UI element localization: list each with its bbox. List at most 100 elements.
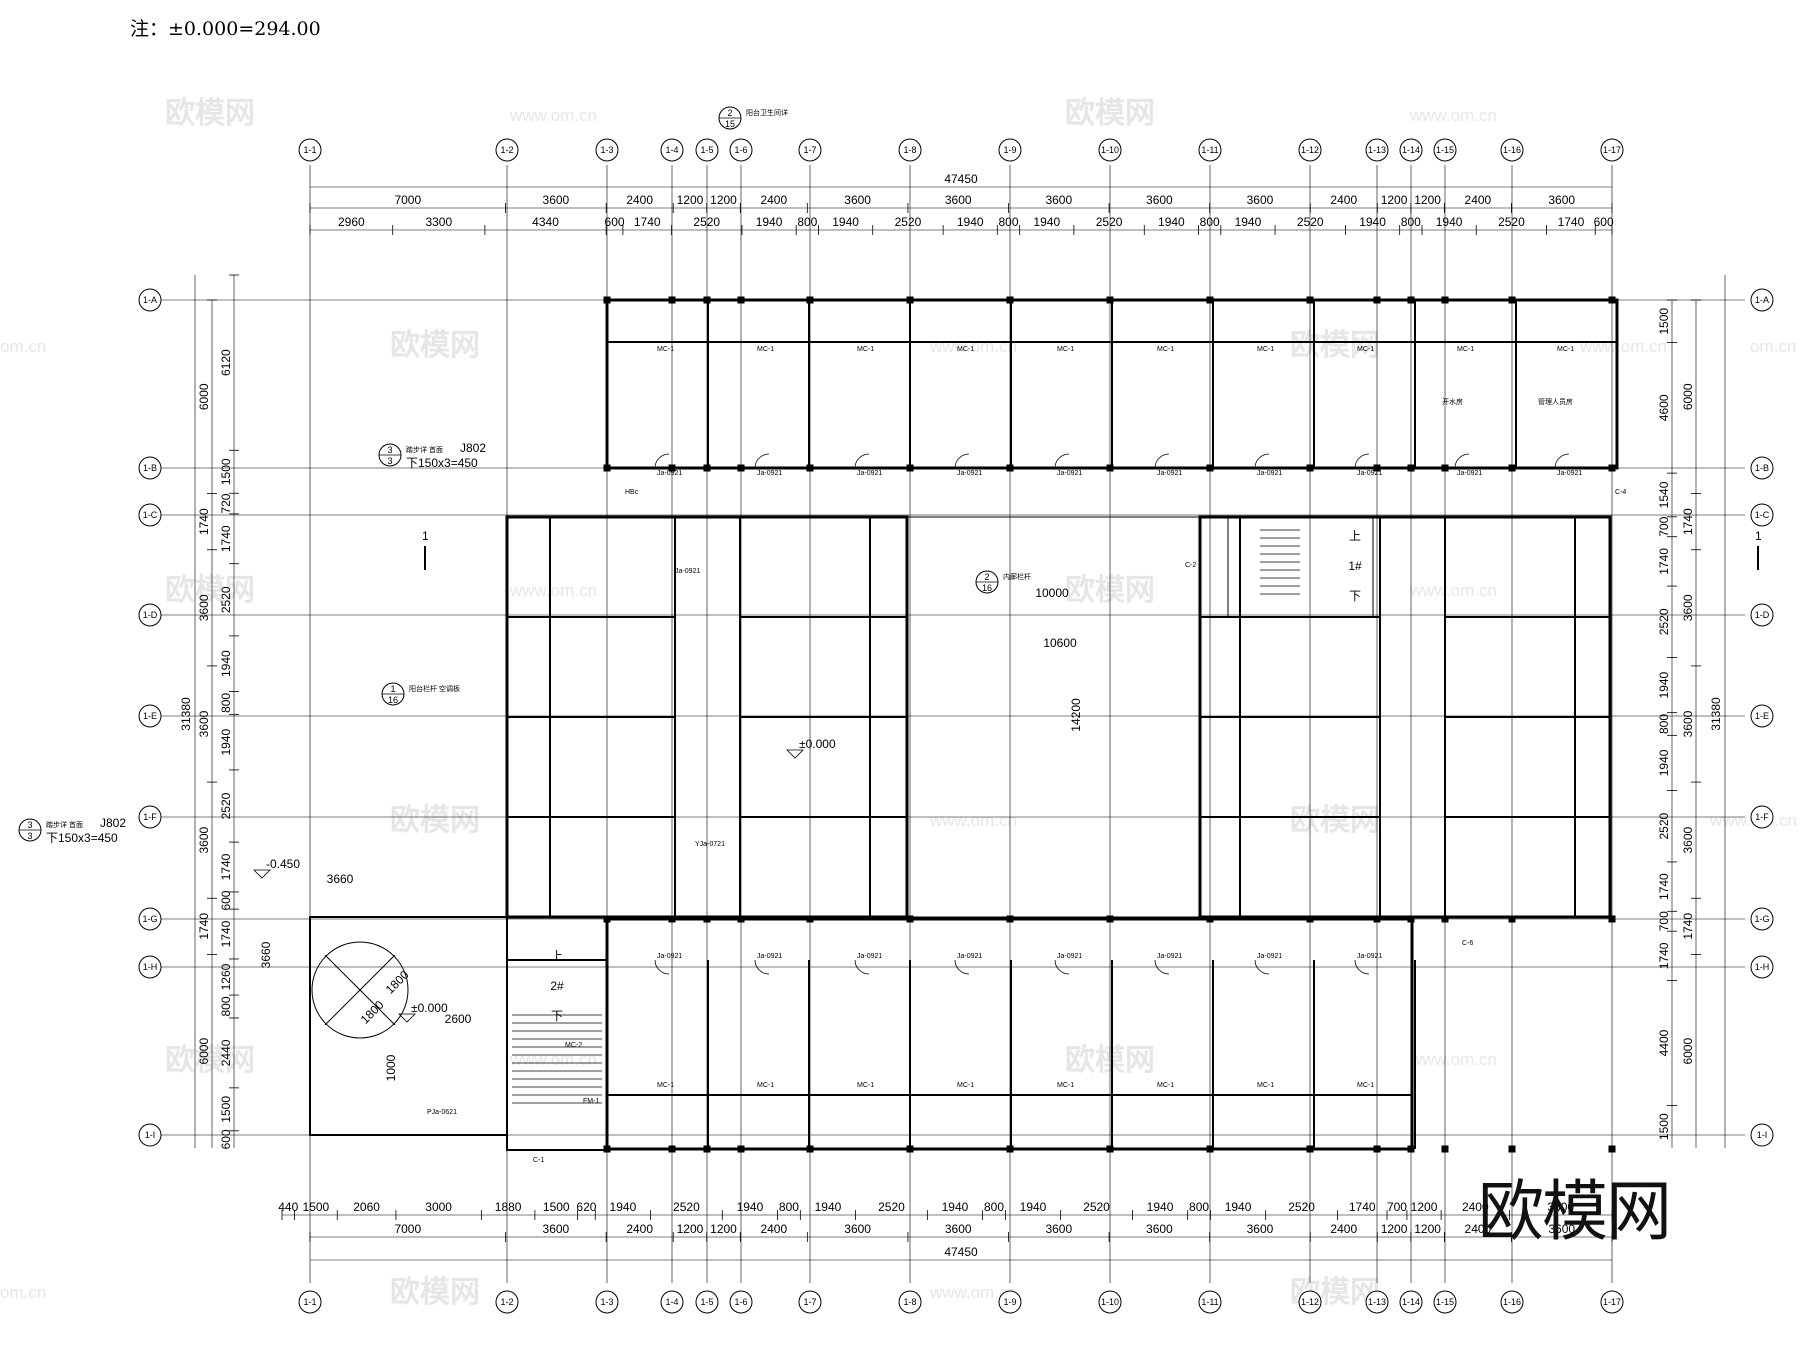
dim-top-row2: 1940 bbox=[1436, 215, 1463, 229]
interior-dim: 2600 bbox=[445, 1012, 472, 1026]
dim-top-row1: 3600 bbox=[945, 193, 972, 207]
column bbox=[1407, 464, 1415, 472]
level-label: ±0.000 bbox=[411, 1001, 448, 1015]
axis-bubble bbox=[495, 1290, 519, 1314]
door-tag: MC-1 bbox=[857, 346, 874, 353]
door-tag: Ja-0921 bbox=[657, 470, 682, 477]
dim-bottom-row1: 1740 bbox=[1349, 1200, 1376, 1214]
section-mark: 1 bbox=[1755, 529, 1762, 543]
door-swing bbox=[954, 453, 970, 469]
column bbox=[906, 1145, 914, 1153]
dim-left-outer: 1740 bbox=[197, 508, 211, 535]
watermark-text: 欧模网 bbox=[1290, 329, 1380, 362]
axis-bubble bbox=[1750, 907, 1774, 931]
axis-label: 1-10 bbox=[1101, 1297, 1119, 1307]
dim-top-row1: 2400 bbox=[1330, 193, 1357, 207]
door-tag: Ja-0921 bbox=[857, 953, 882, 960]
watermark-url: www.om.cn bbox=[509, 581, 597, 600]
door-tag: Ja-0921 bbox=[1457, 470, 1482, 477]
column bbox=[1306, 296, 1314, 304]
watermark-text: 欧模网 bbox=[390, 804, 480, 837]
column bbox=[1373, 296, 1381, 304]
dim-right-inner: 1500 bbox=[1657, 1113, 1671, 1140]
dim-top-row2: 1940 bbox=[1359, 215, 1386, 229]
axis-bubble bbox=[1750, 288, 1774, 312]
axis-label: 1-2 bbox=[500, 145, 513, 155]
detail-sheet: 15 bbox=[725, 119, 735, 129]
dim-bottom-row1: 2400 bbox=[1462, 1200, 1489, 1214]
axis-bubble bbox=[1600, 1290, 1624, 1314]
detail-num: 1 bbox=[390, 684, 395, 694]
stair-up: 上 bbox=[1349, 529, 1361, 543]
door-tag: C-1 bbox=[533, 1157, 544, 1164]
axis-label: 1-I bbox=[145, 1130, 156, 1140]
dim-top-row2: 800 bbox=[998, 215, 1018, 229]
column bbox=[1441, 296, 1449, 304]
dim-bottom-row1: 1940 bbox=[942, 1200, 969, 1214]
interior-dim: 14200 bbox=[1069, 698, 1083, 732]
dim-left-inner: 1500 bbox=[219, 1096, 233, 1123]
door-tag: C-2 bbox=[1185, 562, 1196, 569]
dim-left-outer: 1740 bbox=[197, 913, 211, 940]
door-tag: Ja-0921 bbox=[957, 470, 982, 477]
section-mark: 1 bbox=[422, 529, 429, 543]
watermark-url: www.om.cn bbox=[509, 106, 597, 125]
column bbox=[737, 464, 745, 472]
revolving-door-leaf bbox=[324, 954, 396, 1026]
watermark-text: 欧模网 bbox=[165, 574, 255, 607]
dim-right-inner: 2520 bbox=[1657, 812, 1671, 839]
axis-label: 1-B bbox=[1755, 463, 1769, 473]
axis-label: 1-2 bbox=[500, 1297, 513, 1307]
door-tag: MC-1 bbox=[1557, 346, 1574, 353]
dim-top-row2: 800 bbox=[1401, 215, 1421, 229]
dim-top-row2: 1740 bbox=[1558, 215, 1585, 229]
column bbox=[1441, 915, 1449, 923]
dim-bottom-row2: 3600 bbox=[1548, 1222, 1575, 1236]
door-tag: MC-1 bbox=[1157, 1082, 1174, 1089]
dim-bottom-row2: 1200 bbox=[677, 1222, 704, 1236]
door-tag: MC-1 bbox=[757, 1082, 774, 1089]
detail-num: 2 bbox=[984, 572, 989, 582]
column bbox=[1441, 1145, 1449, 1153]
dim-left-inner: 600 bbox=[219, 1129, 233, 1149]
dim-top-row2: 600 bbox=[1594, 215, 1614, 229]
dim-top-row1: 1200 bbox=[710, 193, 737, 207]
column bbox=[603, 915, 611, 923]
watermarks: 欧模网欧模网欧模网欧模网欧模网欧模网欧模网欧模网欧模网欧模网欧模网欧模网www.… bbox=[0, 97, 1797, 1309]
column bbox=[1206, 464, 1214, 472]
axis-label: 1-11 bbox=[1201, 145, 1218, 155]
detail-extra: 下150x3=450 bbox=[406, 456, 478, 470]
door-swing bbox=[1154, 453, 1170, 469]
axis-bubble bbox=[1500, 1290, 1524, 1314]
axis-label: 1-D bbox=[143, 610, 158, 620]
watermark-url: om.cn bbox=[1750, 337, 1796, 356]
column bbox=[1206, 1145, 1214, 1153]
axis-bubble bbox=[298, 138, 322, 162]
dim-top-row1: 3600 bbox=[844, 193, 871, 207]
door-tag: MC-1 bbox=[1357, 1082, 1374, 1089]
door-swing bbox=[1054, 453, 1070, 469]
column bbox=[1106, 1145, 1114, 1153]
dim-bottom-row1: 700 bbox=[1387, 1200, 1407, 1214]
dim-left-outer: 6000 bbox=[197, 1038, 211, 1065]
door-swing bbox=[1054, 959, 1070, 975]
axis-label: 1-14 bbox=[1402, 1297, 1420, 1307]
column bbox=[1006, 1145, 1014, 1153]
door-tag: MC-1 bbox=[657, 346, 674, 353]
axis-bubble bbox=[138, 704, 162, 728]
axis-bubble bbox=[1399, 1290, 1423, 1314]
door-tag: MC-1 bbox=[1057, 346, 1074, 353]
axis-bubble bbox=[1750, 955, 1774, 979]
column bbox=[1306, 464, 1314, 472]
detail-extra: 下150x3=450 bbox=[46, 831, 118, 845]
dim-bottom-row1: 1940 bbox=[1147, 1200, 1174, 1214]
level-label: -0.450 bbox=[266, 857, 300, 871]
axis-bubble bbox=[998, 1290, 1022, 1314]
door-tag: Ja-0921 bbox=[957, 953, 982, 960]
dim-bottom-row2: 3600 bbox=[1247, 1222, 1274, 1236]
detail-num: 2 bbox=[727, 108, 732, 118]
axis-bubble bbox=[1198, 1290, 1222, 1314]
dim-top-row2: 600 bbox=[605, 215, 625, 229]
dim-bottom-row2: 2400 bbox=[626, 1222, 653, 1236]
dim-bottom-row1: 1940 bbox=[815, 1200, 842, 1214]
